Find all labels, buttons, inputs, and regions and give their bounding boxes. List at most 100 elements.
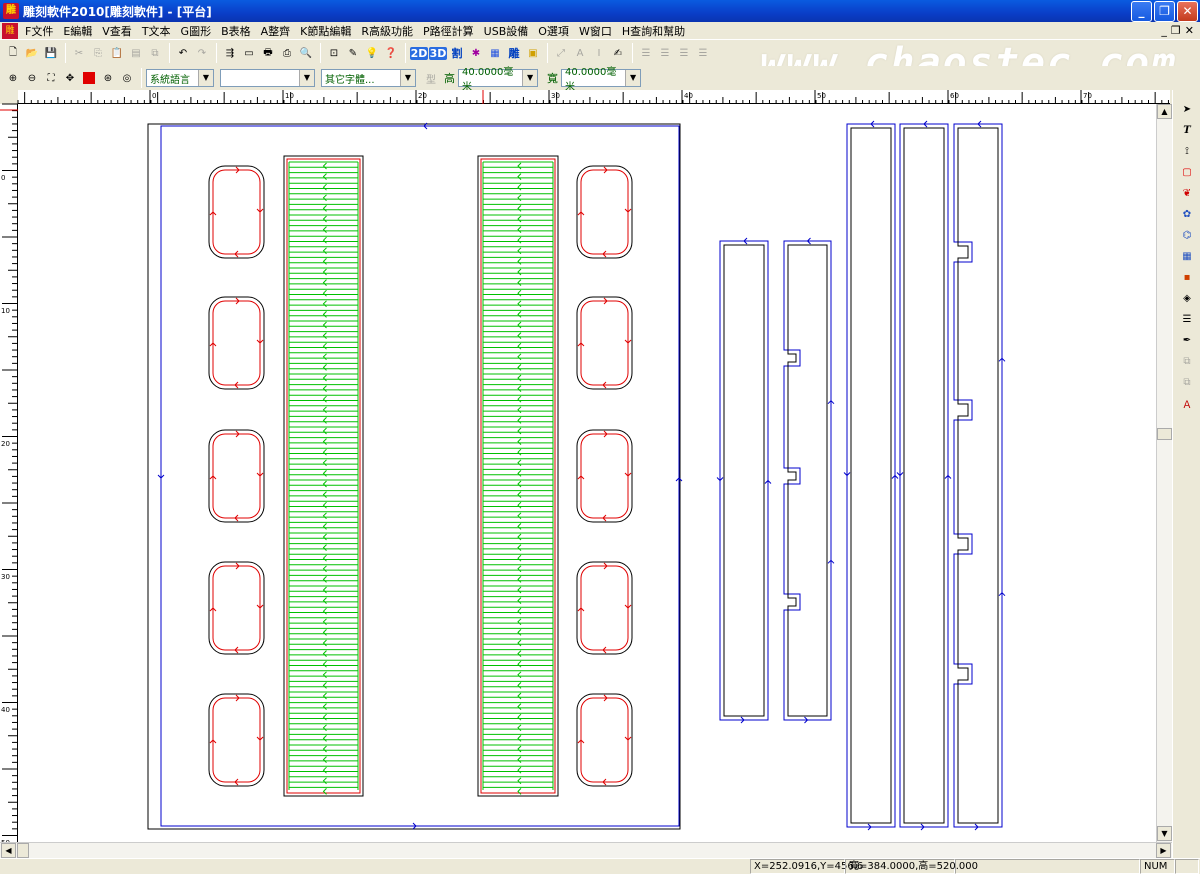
text-edit-tool-icon[interactable]: Ａ [1182,399,1192,411]
clone-icon[interactable]: ⧉ [151,47,159,59]
zoom-page-icon[interactable]: ⛶ [47,72,55,84]
width-select[interactable]: 40.0000毫米▼ [561,67,641,93]
mdi-close-button[interactable]: ✕ [1184,24,1194,37]
pen-tool-icon[interactable]: ✒ [1182,334,1192,346]
pan-icon[interactable]: ✥ [65,72,75,84]
frame-icon[interactable]: ⊡ [329,47,339,59]
menu-usb-device[interactable]: USB設備 [483,24,529,38]
scroll-up-button[interactable]: ▲ [1157,104,1172,119]
cut-icon[interactable]: ✂ [74,47,84,59]
color-palette-icon[interactable]: ▣ [528,47,538,59]
print-icon[interactable]: 🖶 [263,46,273,58]
layer-down-icon[interactable]: ⧉ [1183,376,1191,388]
chevron-down-icon[interactable]: ▼ [198,70,213,86]
menu-file[interactable]: F文件 [25,24,54,38]
cherry-icon[interactable]: ❦ [1182,187,1192,199]
print-setup-icon[interactable]: ⎙ [283,47,291,59]
menu-align[interactable]: A整齊 [260,24,291,38]
text-tool-icon[interactable]: T [1183,124,1191,136]
layer-up-icon[interactable]: ⧉ [1183,355,1191,367]
save-icon[interactable]: 💾 [44,47,58,59]
scroll-right-button[interactable]: ▶ [1156,843,1171,858]
menu-graphics[interactable]: G圖形 [180,24,212,38]
zoom-in-icon[interactable]: ⊕ [8,72,18,84]
maximize-button[interactable]: ❐ [1154,0,1175,22]
horizontal-scroll-thumb[interactable] [17,843,29,858]
font-style-button[interactable]: 型 [422,69,440,87]
zoom-all-icon[interactable]: ◎ [122,72,132,84]
copy-icon[interactable]: ⎘ [94,47,102,59]
other-font-select[interactable]: 其它字體...▼ [321,69,416,87]
cut-mode-button[interactable]: 割 [448,44,466,62]
fill-tool-icon[interactable]: ◈ [1183,292,1191,304]
menu-path-calc[interactable]: P路徑計算 [423,24,474,38]
text-edit-icon[interactable]: ✍ [613,47,623,59]
menu-options[interactable]: O選項 [538,24,569,38]
hint-icon[interactable]: ❓ [384,47,398,59]
language-select[interactable]: 系統語言▼ [146,69,214,87]
align-left-icon[interactable]: ☰ [641,47,651,59]
app-icon[interactable]: 雕 [3,3,19,19]
direction-arrow [517,629,522,636]
send-icon[interactable]: ⇶ [225,47,235,59]
new-file-icon[interactable]: 🗋 [8,46,18,58]
star-icon[interactable]: ✱ [471,47,481,59]
menu-text[interactable]: T文本 [141,24,171,38]
chevron-down-icon[interactable]: ▼ [625,70,640,86]
document-icon[interactable]: 雕 [2,22,18,39]
rectangle-tool-icon[interactable]: ▢ [1182,166,1192,178]
select-arrow-icon[interactable]: ➤ [1182,103,1192,115]
eyedropper-icon[interactable]: ✎ [348,47,358,59]
align-justify-icon[interactable]: ☰ [698,47,708,59]
font-select[interactable]: ▼ [220,69,315,87]
align-right-icon[interactable]: ☰ [679,47,689,59]
menu-window[interactable]: W窗口 [578,24,612,38]
node-edit-icon[interactable]: ⟟ [1185,145,1189,157]
chevron-down-icon[interactable]: ▼ [522,70,537,86]
zoom-selection-icon[interactable]: ⊛ [103,72,113,84]
menu-view[interactable]: V查看 [102,24,132,38]
minimize-button[interactable]: _ [1131,0,1152,22]
menu-node-edit[interactable]: K節點編輯 [300,24,352,38]
mode-2d-button[interactable]: 2D [409,44,429,62]
shape-library-icon[interactable]: ✿ [1182,208,1192,220]
print-preview-icon[interactable]: 🔍 [299,47,313,59]
paragraph-icon[interactable]: ☰ [1182,313,1192,325]
stop-icon[interactable] [80,69,98,87]
engraving-drawing[interactable] [18,104,1156,842]
open-folder-icon[interactable]: 📂 [25,47,39,59]
drawing-canvas[interactable] [18,104,1156,842]
menu-help[interactable]: H查詢和幫助 [621,24,686,38]
carve-mode-button[interactable]: 雕 [505,44,523,62]
vertical-scroll-thumb[interactable] [1157,428,1172,440]
horizontal-scrollbar[interactable]: ◀ ▶ [0,842,1172,858]
height-select[interactable]: 40.0000毫米▼ [458,67,538,93]
image-trace-icon[interactable]: ⌬ [1182,229,1192,241]
mdi-minimize-button[interactable]: _ [1161,24,1167,37]
menu-advanced[interactable]: R高級功能 [361,24,414,38]
chevron-down-icon[interactable]: ▼ [299,70,314,86]
mode-3d-button[interactable]: 3D [428,44,448,62]
menu-table[interactable]: B表格 [221,24,251,38]
table-tool-icon[interactable]: ▦ [1182,250,1192,262]
scroll-down-button[interactable]: ▼ [1157,826,1172,841]
text-a-icon[interactable]: A [576,47,584,59]
chevron-down-icon[interactable]: ▼ [400,70,415,86]
redo-icon[interactable]: ↷ [197,47,207,59]
close-button[interactable]: ✕ [1177,0,1198,22]
italic-icon[interactable]: I [597,47,601,59]
zoom-out-icon[interactable]: ⊖ [27,72,37,84]
paste-icon[interactable]: 📋 [110,47,124,59]
mdi-restore-button[interactable]: ❐ [1170,24,1181,37]
page-setup-icon[interactable]: ▭ [244,47,254,59]
color-grid-icon[interactable]: ▪ [1183,271,1191,283]
menu-edit[interactable]: E編輯 [63,24,93,38]
vertical-scrollbar[interactable]: ▲ ▼ [1156,104,1172,842]
scroll-left-button[interactable]: ◀ [1,843,16,858]
undo-icon[interactable]: ↶ [178,47,188,59]
hatch-icon[interactable]: ▦ [490,47,500,59]
lightbulb-icon[interactable]: 💡 [365,47,379,59]
scale-icon[interactable]: ⤢ [557,47,565,59]
align-center-icon[interactable]: ☰ [660,47,670,59]
paste-special-icon[interactable]: ▤ [131,47,141,59]
